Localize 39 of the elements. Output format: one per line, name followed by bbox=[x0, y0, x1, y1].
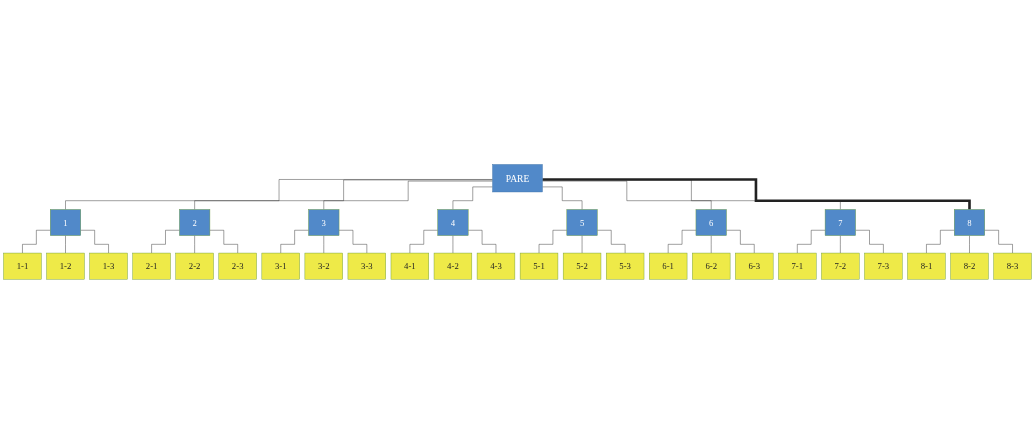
node-box: 2 bbox=[179, 208, 211, 236]
node-box: 7-3 bbox=[864, 252, 903, 280]
node-box: 1-1 bbox=[3, 252, 42, 280]
node-box: 2-3 bbox=[218, 252, 257, 280]
node-box: 4-3 bbox=[476, 252, 516, 280]
node-box: 3-1 bbox=[261, 252, 300, 280]
node-box: 5 bbox=[566, 208, 598, 236]
node-box: PARE bbox=[492, 163, 543, 192]
node-box: 7-1 bbox=[778, 252, 817, 280]
node-box: 3-3 bbox=[347, 252, 386, 280]
connector bbox=[65, 178, 493, 210]
node-box: 6-1 bbox=[649, 252, 688, 280]
node-box: 1-3 bbox=[89, 252, 128, 280]
node-box: 7-2 bbox=[821, 252, 860, 280]
connector bbox=[323, 180, 493, 210]
connector bbox=[542, 179, 841, 210]
node-box: 4-1 bbox=[390, 252, 429, 280]
node-box: 8 bbox=[954, 208, 985, 236]
node-box: 3-2 bbox=[304, 252, 343, 280]
node-box: 6 bbox=[695, 208, 727, 236]
node-box: 7 bbox=[824, 208, 856, 236]
node-box: 4-2 bbox=[433, 252, 473, 280]
node-box: 8-3 bbox=[993, 252, 1032, 280]
node-box: 5-1 bbox=[519, 252, 559, 280]
node-box: 2-2 bbox=[175, 252, 214, 280]
connector bbox=[194, 179, 493, 210]
node-box: 3 bbox=[308, 208, 340, 236]
node-box: 6-3 bbox=[735, 252, 774, 280]
node-box: 8-2 bbox=[950, 252, 989, 280]
node-box: 2-1 bbox=[132, 252, 171, 280]
connector bbox=[542, 177, 971, 211]
node-box: 1 bbox=[50, 208, 81, 236]
node-box: 5-3 bbox=[606, 252, 645, 280]
node-box: 5-2 bbox=[562, 252, 602, 280]
node-box: 8-1 bbox=[907, 252, 946, 280]
node-box: 6-2 bbox=[692, 252, 731, 280]
connector bbox=[542, 180, 712, 210]
node-box: 4 bbox=[437, 208, 469, 236]
node-box: 1-2 bbox=[46, 252, 85, 280]
